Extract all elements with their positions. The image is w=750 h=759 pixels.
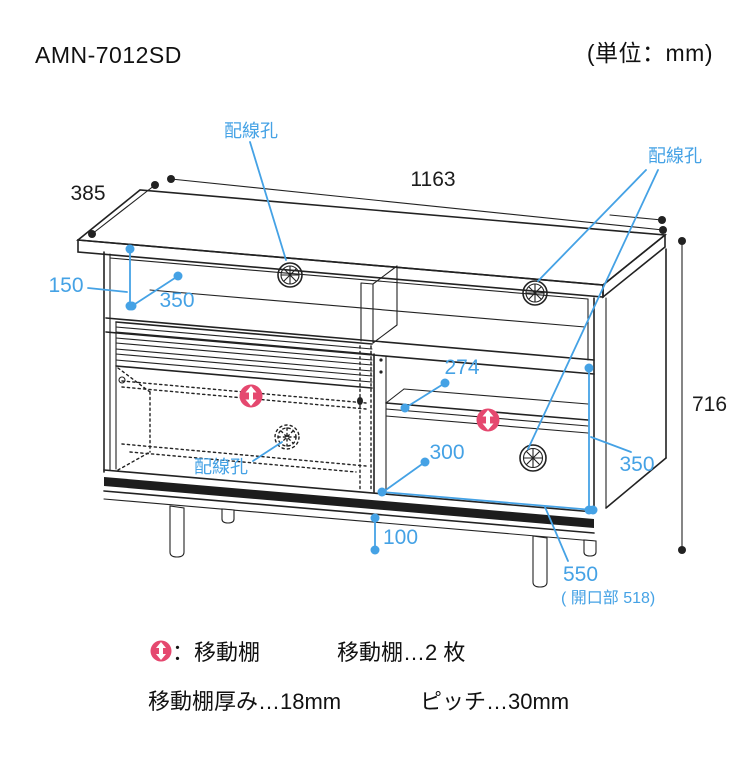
wiring-label-top-left: 配線孔 bbox=[224, 121, 287, 261]
dim-150: 150 bbox=[48, 274, 83, 297]
svg-text:配線孔: 配線孔 bbox=[648, 146, 702, 166]
legs bbox=[169, 505, 597, 588]
wiring-hole-icon-hidden bbox=[274, 424, 300, 450]
wiring-hole-icon-top-right bbox=[522, 280, 548, 306]
dim-550: 550 bbox=[563, 563, 598, 586]
legend-thickness: 移動棚厚み…18mm bbox=[148, 689, 341, 714]
wiring-hole-icon-bottom-right bbox=[519, 444, 547, 472]
page-title: AMN-7012SD bbox=[35, 42, 182, 68]
wiring-label-top-right: 配線孔 bbox=[527, 146, 702, 450]
louver-door bbox=[115, 321, 373, 491]
dimension-depth: 385 bbox=[70, 181, 159, 238]
dimension-right-opening-height: 350 bbox=[584, 363, 655, 515]
dimension-leg-height: 100 bbox=[370, 513, 418, 555]
base bbox=[103, 469, 595, 542]
cabinet-body bbox=[103, 248, 667, 511]
dimension-right-bottom-depth: 300 bbox=[382, 441, 465, 493]
dimension-opening-width: 550 ( 開口部 518) bbox=[377, 487, 655, 607]
unit-label: (単位：mm) bbox=[587, 40, 713, 66]
dimension-height: 716 bbox=[609, 214, 727, 554]
dimension-top-shelf-height: 150 bbox=[48, 244, 135, 311]
svg-text:配線孔: 配線孔 bbox=[194, 457, 248, 477]
movable-shelf-icon-left bbox=[239, 384, 263, 408]
wiring-label-bottom-left: 配線孔 bbox=[194, 441, 283, 477]
dim-width-value: 1163 bbox=[410, 168, 455, 191]
wiring-hole-icon-top-left bbox=[277, 262, 303, 288]
top-board bbox=[75, 189, 668, 299]
cabinet-drawing bbox=[75, 189, 668, 588]
movable-shelf-icon-legend bbox=[150, 640, 172, 662]
movable-shelf-icon-right bbox=[476, 408, 500, 432]
dimension-right-shelf-depth: 274 bbox=[400, 356, 480, 413]
dim-350-top: 350 bbox=[159, 289, 194, 312]
door-knob bbox=[357, 397, 363, 405]
dimension-top-shelf-depth: 350 bbox=[127, 271, 195, 312]
legend: ：移動棚 移動棚…2 枚 移動棚厚み…18mm ピッチ…30mm bbox=[148, 640, 569, 714]
dim-100: 100 bbox=[383, 526, 418, 549]
dim-274: 274 bbox=[444, 356, 479, 379]
dim-height-value: 716 bbox=[692, 393, 727, 416]
dim-depth-value: 385 bbox=[70, 182, 105, 205]
legend-icon-label: ：移動棚 bbox=[172, 640, 260, 665]
dimension-width: 1163 bbox=[167, 168, 667, 234]
dim-300: 300 bbox=[429, 441, 464, 464]
legend-count: 移動棚…2 枚 bbox=[337, 640, 465, 665]
dim-opening-note: ( 開口部 518) bbox=[561, 589, 655, 607]
legend-pitch: ピッチ…30mm bbox=[420, 689, 569, 714]
svg-text:配線孔: 配線孔 bbox=[224, 121, 278, 141]
dim-350-right: 350 bbox=[619, 453, 654, 476]
